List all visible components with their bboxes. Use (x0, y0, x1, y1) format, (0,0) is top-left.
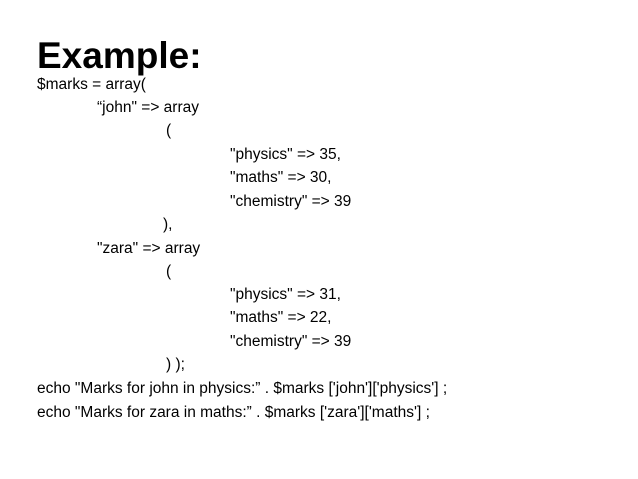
code-line: ), (163, 216, 173, 233)
code-line: "chemistry" => 39 (230, 193, 352, 210)
code-line: "physics" => 31, (230, 286, 341, 303)
code-line: $marks = array( (37, 76, 146, 93)
code-line: "maths" => 22, (230, 309, 332, 326)
code-line: "chemistry" => 39 (230, 333, 352, 350)
code-line: "maths" => 30, (230, 169, 332, 186)
code-line: ( (166, 122, 172, 139)
code-line: "physics" => 35, (230, 146, 341, 163)
code-line: “john" => array (97, 99, 199, 116)
slide-title: Example: (37, 35, 202, 76)
code-line: echo "Marks for john in physics:” . $mar… (37, 380, 448, 397)
code-line: ) ); (166, 356, 185, 373)
code-line: "zara" => array (97, 240, 201, 257)
code-line: ( (166, 263, 172, 280)
code-line: echo "Marks for zara in maths:” . $marks… (37, 404, 430, 421)
